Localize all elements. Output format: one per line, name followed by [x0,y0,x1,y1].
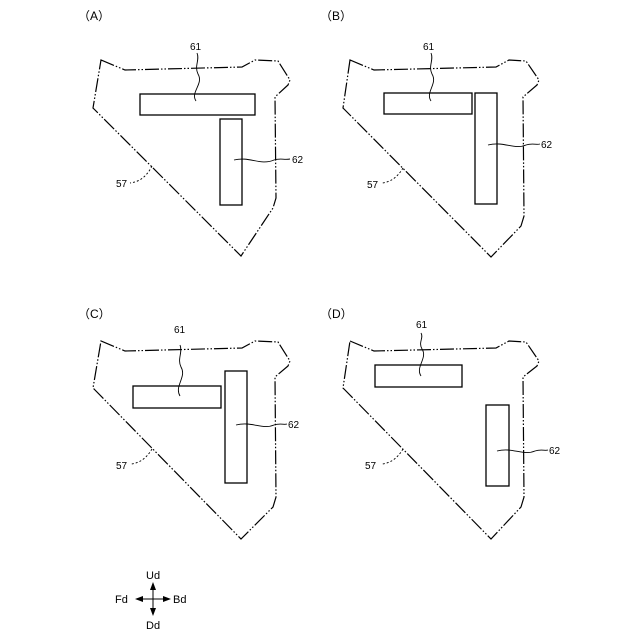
panel-b-label-61: 61 [423,42,435,53]
panel-a-leader-57 [130,166,152,183]
panel-c-label: （C） [78,307,111,321]
panel-b-label-62: 62 [541,140,553,151]
panel-c-part-62 [225,371,247,483]
panel-b-label: （B） [320,9,352,23]
panel-c-label-61: 61 [174,325,186,336]
panel-c: （C） 61 62 57 [78,307,300,539]
panel-b-label-57: 57 [367,180,379,191]
panel-d-part-62 [486,405,509,486]
panel-a: （A） 61 62 57 [78,9,304,256]
axis-label-back: Bd [173,594,186,606]
arrow-up-icon [150,582,156,590]
panel-a-label-61: 61 [190,42,202,53]
panel-c-outline-57 [93,341,290,539]
panel-d-leader-57 [382,449,403,464]
arrow-right-icon [163,596,171,602]
panel-a-part-61 [140,94,255,115]
panel-d-part-61 [375,365,462,387]
panel-c-part-61 [133,386,221,408]
panel-c-leader-57 [131,449,152,464]
arrow-down-icon [150,608,156,616]
axis-label-front: Fd [115,594,128,606]
panel-d: （D） 61 62 57 [320,307,561,539]
panel-a-label: （A） [78,9,110,23]
panel-c-label-62: 62 [288,420,300,431]
axis-label-up: Ud [146,570,160,582]
axis-label-down: Dd [146,620,160,632]
panel-a-outline-57 [93,60,290,256]
panel-a-label-62: 62 [292,155,304,166]
panel-b-part-62 [475,93,497,204]
panel-d-label-61: 61 [416,320,428,331]
panel-d-label-57: 57 [365,461,377,472]
panel-b-outline-57 [343,60,539,257]
panel-a-label-57: 57 [116,179,128,190]
arrow-left-icon [135,596,143,602]
panel-b: （B） 61 62 57 [320,9,553,257]
panel-b-part-61 [384,93,472,114]
panel-d-label-62: 62 [549,446,561,457]
direction-indicator: Ud Dd Fd Bd [115,570,186,632]
panel-d-label: （D） [320,307,353,321]
panel-c-label-57: 57 [116,461,128,472]
panel-a-part-62 [220,119,242,205]
panel-b-leader-57 [382,168,403,183]
